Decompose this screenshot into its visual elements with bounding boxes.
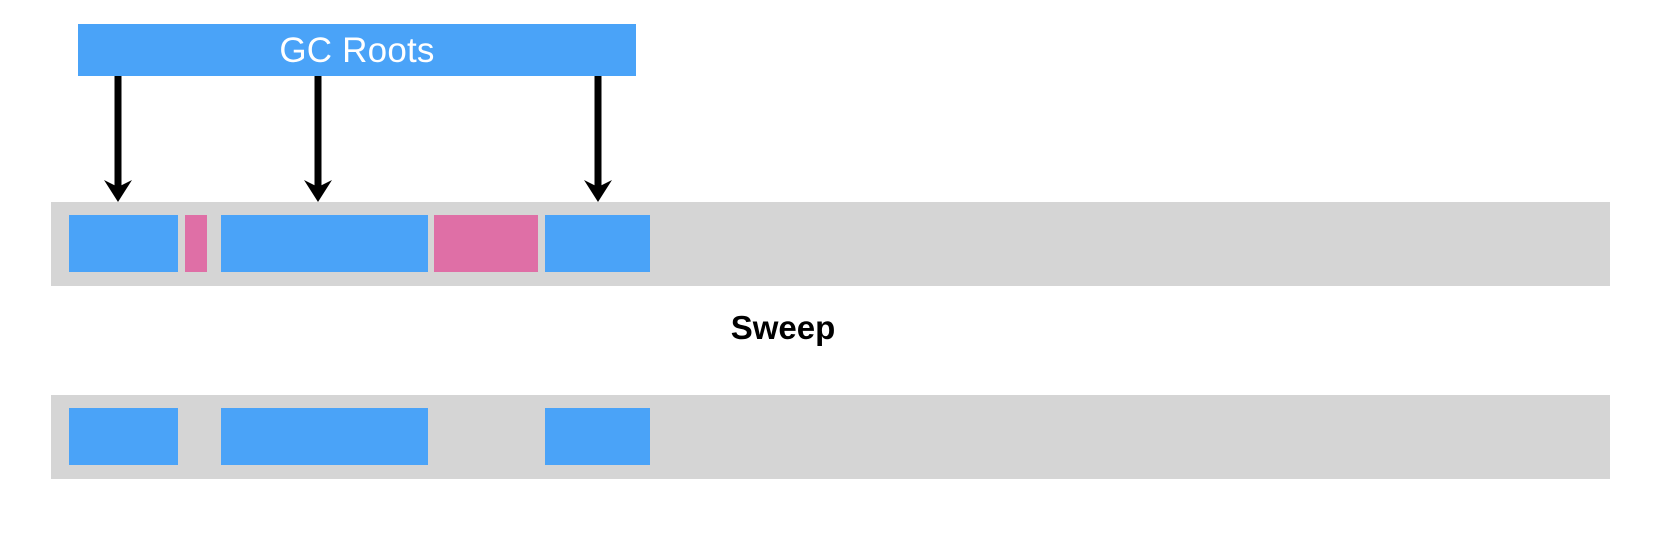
memory-block-garbage bbox=[185, 215, 207, 272]
memory-block-freed bbox=[185, 408, 207, 465]
memory-block-live bbox=[545, 215, 650, 272]
root-reference-3-arrow-icon bbox=[578, 76, 618, 202]
memory-block-live bbox=[221, 215, 428, 272]
memory-block-garbage bbox=[434, 215, 538, 272]
root-reference-2-arrow-icon bbox=[298, 76, 338, 202]
memory-block-freed bbox=[434, 408, 538, 465]
sweep-caption: Sweep bbox=[730, 309, 836, 346]
memory-block-live bbox=[545, 408, 650, 465]
heap-after-sweep bbox=[51, 395, 1610, 479]
memory-block-live bbox=[69, 215, 178, 272]
heap-before-sweep bbox=[51, 202, 1610, 286]
gc-roots-label: GC Roots bbox=[279, 30, 435, 70]
memory-block-live bbox=[69, 408, 178, 465]
memory-block-live bbox=[221, 408, 428, 465]
gc-roots-box: GC Roots bbox=[78, 24, 636, 76]
root-reference-1-arrow-icon bbox=[98, 76, 138, 202]
